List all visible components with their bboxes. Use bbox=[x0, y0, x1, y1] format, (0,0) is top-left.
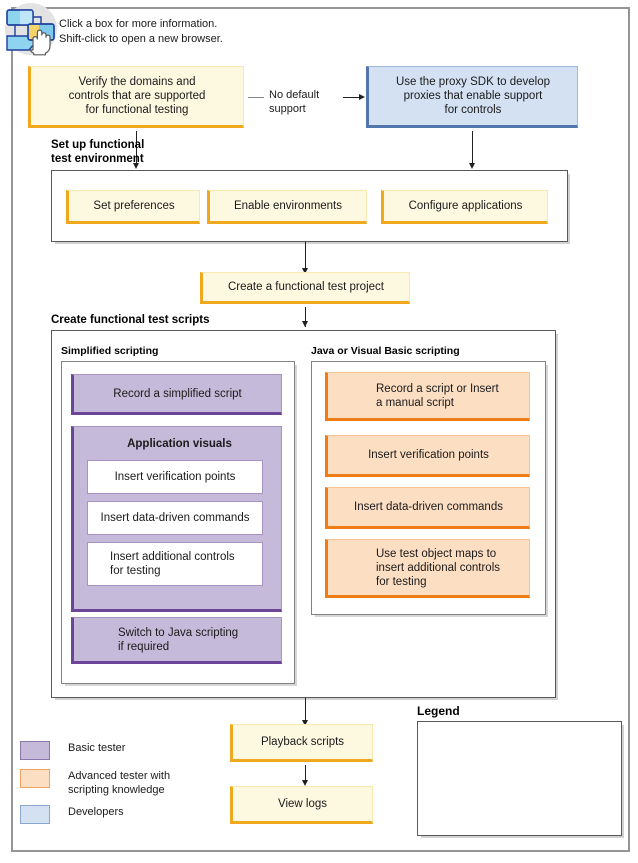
subheading-java-vb-scripting: Java or Visual Basic scripting bbox=[311, 345, 460, 357]
node-label: Insert data-driven commands bbox=[354, 501, 503, 513]
legend-title: Legend bbox=[417, 704, 460, 718]
node-label: Create a functional test project bbox=[228, 281, 384, 293]
legend-panel bbox=[417, 721, 622, 836]
node-label: Insert additional controls for testing bbox=[110, 551, 235, 577]
legend-swatch-advanced-tester bbox=[20, 769, 50, 788]
node-label: Configure applications bbox=[408, 200, 523, 212]
connector-scripts-to-playback bbox=[305, 698, 306, 722]
heading-create-test-scripts: Create functional test scripts bbox=[51, 314, 210, 326]
application-visuals-title: Application visuals bbox=[127, 438, 232, 450]
legend-swatch-developers bbox=[20, 805, 50, 824]
subheading-simplified-scripting: Simplified scripting bbox=[61, 345, 159, 357]
node-record-or-insert-manual-script[interactable]: Record a script or Insert a manual scrip… bbox=[325, 372, 530, 421]
node-playback-scripts[interactable]: Playback scripts bbox=[230, 724, 373, 762]
node-insert-additional-controls-simplified[interactable]: Insert additional controls for testing bbox=[87, 542, 263, 586]
node-label: Use test object maps to insert additiona… bbox=[376, 547, 501, 588]
help-instruction-text: Click a box for more information. Shift-… bbox=[59, 18, 223, 45]
outer-frame-border bbox=[11, 7, 630, 852]
node-label: Insert data-driven commands bbox=[100, 512, 250, 524]
node-label: View logs bbox=[277, 798, 327, 810]
node-label: Insert verification points bbox=[114, 471, 236, 483]
node-verify-domains[interactable]: Verify the domains and controls that are… bbox=[28, 66, 244, 128]
arrowhead-setup-to-project bbox=[301, 268, 308, 274]
panel-application-visuals[interactable]: Application visuals Insert verification … bbox=[71, 426, 282, 612]
node-view-logs[interactable]: View logs bbox=[230, 786, 373, 824]
legend-item-advanced-tester: Advanced tester with scripting knowledge bbox=[20, 769, 170, 797]
legend-label: Advanced tester with scripting knowledge bbox=[68, 770, 171, 796]
node-label: Verify the domains and controls that are… bbox=[68, 76, 206, 116]
edge-label-no-default-support: No default support bbox=[269, 89, 320, 115]
node-insert-verification-points-simplified[interactable]: Insert verification points bbox=[87, 460, 263, 494]
node-label: Enable environments bbox=[233, 200, 343, 212]
connector-to-proxy bbox=[343, 97, 360, 98]
legend-label: Basic tester bbox=[68, 742, 126, 754]
arrowhead-playback-to-viewlogs bbox=[301, 780, 308, 786]
node-enable-environments[interactable]: Enable environments bbox=[207, 190, 367, 224]
node-insert-verification-points-java[interactable]: Insert verification points bbox=[325, 435, 530, 477]
connector-proxy-to-setup bbox=[472, 131, 473, 165]
node-label: Insert verification points bbox=[368, 449, 489, 461]
node-label: Record a simplified script bbox=[113, 387, 242, 400]
node-label: Set preferences bbox=[93, 200, 175, 212]
connector-playback-to-viewlogs bbox=[305, 765, 306, 783]
node-proxy-sdk[interactable]: Use the proxy SDK to develop proxies tha… bbox=[366, 66, 578, 128]
connector-project-to-scripts bbox=[305, 307, 306, 327]
legend-item-developers: Developers bbox=[20, 805, 124, 824]
arrowhead-to-proxy bbox=[359, 93, 365, 100]
node-label: Switch to Java scripting if required bbox=[118, 626, 239, 653]
node-create-test-project[interactable]: Create a functional test project bbox=[200, 272, 410, 304]
arrowhead-scripts-to-playback bbox=[301, 720, 308, 726]
arrowhead-project-to-scripts bbox=[301, 321, 308, 327]
node-label: Playback scripts bbox=[260, 736, 345, 748]
node-configure-applications[interactable]: Configure applications bbox=[381, 190, 548, 224]
connector-setup-to-project bbox=[305, 242, 306, 270]
node-record-simplified-script[interactable]: Record a simplified script bbox=[71, 374, 282, 415]
node-insert-data-driven-commands-java[interactable]: Insert data-driven commands bbox=[325, 487, 530, 529]
node-set-preferences[interactable]: Set preferences bbox=[66, 190, 200, 224]
node-insert-data-driven-commands-simplified[interactable]: Insert data-driven commands bbox=[87, 501, 263, 535]
arrowhead-verify-to-setup bbox=[132, 163, 139, 169]
legend-label: Developers bbox=[68, 806, 124, 818]
legend-swatch-basic-tester bbox=[20, 741, 50, 760]
connector-stub-verify bbox=[248, 97, 264, 98]
legend-item-basic-tester: Basic tester bbox=[20, 741, 125, 760]
node-switch-to-java-scripting[interactable]: Switch to Java scripting if required bbox=[71, 617, 282, 664]
node-use-test-object-maps[interactable]: Use test object maps to insert additiona… bbox=[325, 539, 530, 598]
node-label: Use the proxy SDK to develop proxies tha… bbox=[395, 76, 551, 116]
node-label: Record a script or Insert a manual scrip… bbox=[376, 382, 499, 409]
heading-setup-environment: Set up functional test environment bbox=[51, 139, 145, 165]
connector-verify-to-setup bbox=[136, 131, 137, 165]
arrowhead-proxy-to-setup bbox=[468, 163, 475, 169]
flowchart-click-hand-icon bbox=[2, 2, 60, 58]
